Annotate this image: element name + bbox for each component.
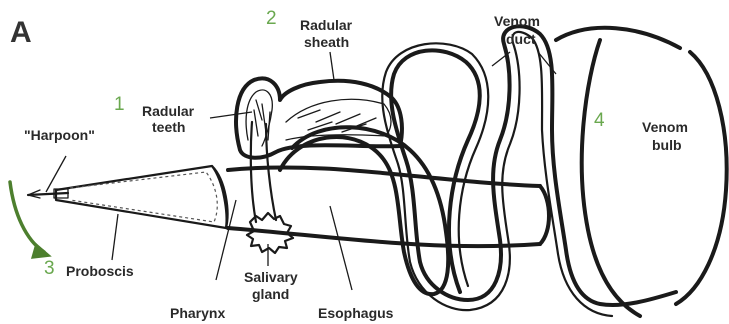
radular-sac xyxy=(236,78,402,157)
leader-harpoon xyxy=(46,156,66,192)
label-salivary-gland-line2: gland xyxy=(252,286,289,302)
label-radular-sheath-line2: sheath xyxy=(304,34,349,50)
label-venom-duct-line1: Venom xyxy=(494,13,540,29)
label-radular-teeth-line2: teeth xyxy=(152,119,185,135)
label-venom-bulb-line2: bulb xyxy=(652,137,682,153)
leader-proboscis xyxy=(112,214,118,260)
leader-esophagus xyxy=(330,206,352,290)
number-1: 1 xyxy=(114,94,125,115)
venom-bulb xyxy=(582,40,727,316)
harpoon xyxy=(28,189,68,198)
label-radular-teeth-line1: Radular xyxy=(142,103,195,119)
label-esophagus: Esophagus xyxy=(318,305,394,321)
leader-radular-sheath xyxy=(330,52,334,80)
number-4: 4 xyxy=(594,110,605,131)
panel-label: A xyxy=(10,16,32,49)
label-venom-bulb-line1: Venom xyxy=(642,119,688,135)
label-proboscis: Proboscis xyxy=(66,263,134,279)
number-3: 3 xyxy=(44,258,55,279)
label-venom-duct-line2: duct xyxy=(506,31,536,47)
label-pharynx: Pharynx xyxy=(170,305,225,321)
label-salivary-gland-line1: Salivary xyxy=(244,269,298,285)
number-2: 2 xyxy=(266,8,277,29)
label-harpoon: "Harpoon" xyxy=(24,127,95,143)
proboscis-cone xyxy=(56,166,227,228)
label-radular-sheath-line1: Radular xyxy=(300,17,353,33)
pharynx xyxy=(251,122,276,222)
